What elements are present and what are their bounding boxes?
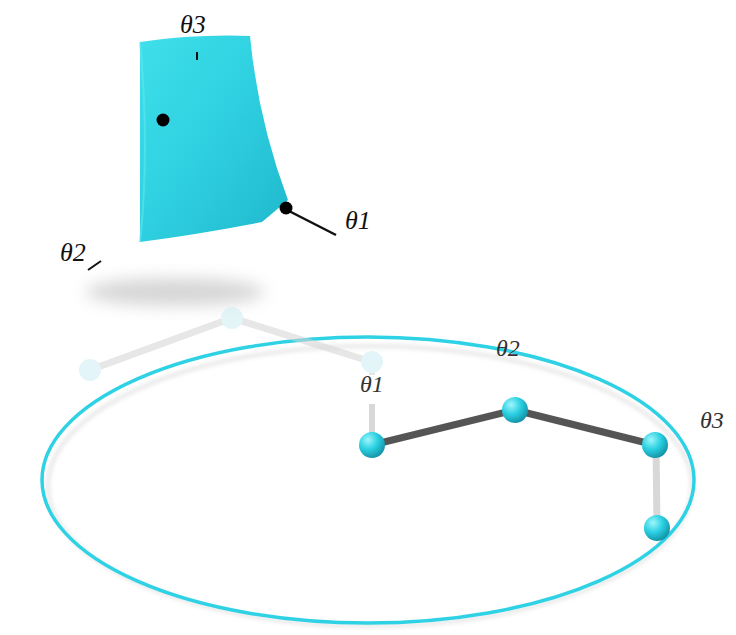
axis-line bbox=[287, 210, 336, 235]
ghost-arm bbox=[79, 307, 383, 381]
configuration-surface bbox=[140, 36, 288, 242]
axis-tick bbox=[196, 52, 198, 60]
surface-shadow bbox=[85, 278, 265, 306]
ghost-joint bbox=[221, 307, 243, 329]
ghost-joint bbox=[361, 351, 383, 373]
arm-joint bbox=[359, 432, 385, 458]
arm-joint bbox=[642, 432, 668, 458]
axis-tick bbox=[88, 261, 101, 270]
arm-joint bbox=[502, 397, 528, 423]
axis-label: θ3 bbox=[180, 12, 206, 38]
sample-dot bbox=[280, 202, 293, 215]
target-ring bbox=[42, 337, 694, 623]
joint-label: θ2 bbox=[496, 336, 520, 360]
surface-edge bbox=[140, 42, 145, 242]
end-effector bbox=[644, 515, 670, 541]
axis-label: θ2 bbox=[60, 240, 86, 266]
axis-label: θ1 bbox=[345, 208, 371, 234]
ghost-joint bbox=[79, 359, 101, 381]
joint-label: θ1 bbox=[360, 372, 384, 396]
joint-label: θ3 bbox=[700, 408, 724, 432]
sample-dot bbox=[157, 114, 170, 127]
